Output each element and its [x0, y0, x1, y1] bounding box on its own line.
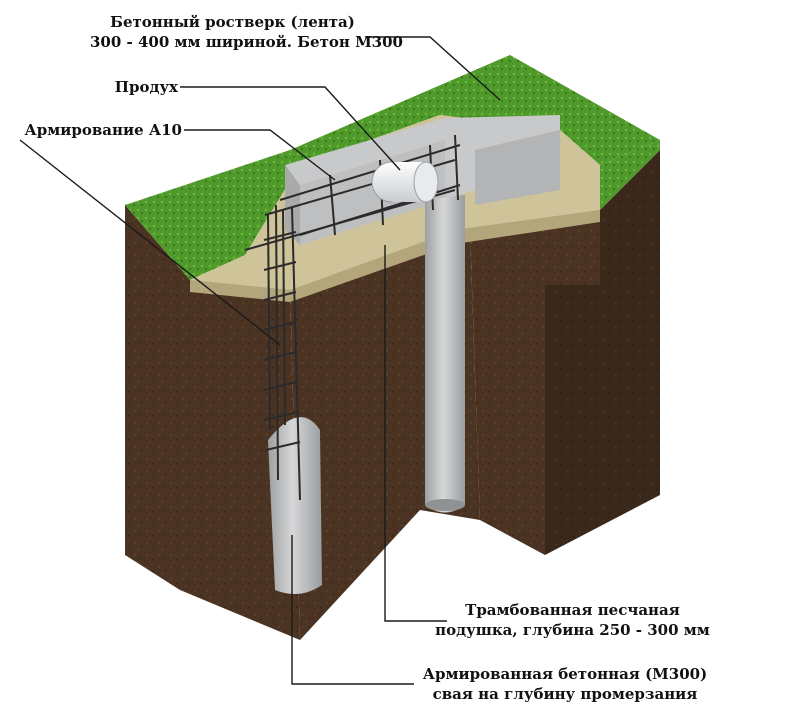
label-sand-cushion: Трамбованная песчаная подушка, глубина 2… [430, 600, 715, 640]
label-rebar: Армирование А10 [20, 120, 182, 140]
leader-grillage [365, 36, 501, 101]
label-sand-line1: Трамбованная песчаная [465, 601, 680, 619]
grillage-side [475, 130, 560, 205]
leader-sand [384, 245, 447, 622]
leader-lines [19, 36, 501, 685]
pile-left [268, 417, 322, 594]
pile-right [425, 195, 465, 513]
soil-front-face-right [455, 210, 600, 555]
grillage-top [285, 115, 560, 200]
leader-rebar-2 [19, 139, 281, 346]
label-vent-line1: Продух [114, 78, 178, 96]
leader-rebar [184, 129, 336, 181]
label-sand-line2: подушка, глубина 250 - 300 мм [435, 621, 710, 639]
label-grillage-line1: Бетонный ростверк (лента) [110, 13, 355, 31]
leader-vent [180, 86, 401, 171]
label-rebar-line1: Армирование А10 [24, 121, 182, 139]
label-grillage-line2: 300 - 400 мм шириной. Бетон М300 [90, 33, 403, 51]
label-grillage: Бетонный ростверк (лента) 300 - 400 мм ш… [90, 12, 403, 52]
label-pile: Армированная бетонная (М300) свая на глу… [420, 664, 710, 704]
pipe-duct-icon [371, 161, 439, 203]
grass-surface-left [125, 150, 300, 280]
soil-front-face [125, 205, 300, 640]
grillage-front [285, 165, 300, 245]
label-pile-line2: свая на глубину промерзания [432, 685, 698, 703]
leader-pile [291, 535, 414, 685]
label-pile-line1: Армированная бетонная (М300) [422, 665, 708, 683]
grass-surface-right [600, 140, 660, 210]
sand-cushion-edge [190, 210, 600, 302]
label-vent: Продух [80, 77, 178, 97]
grass-surface-back [290, 55, 660, 165]
